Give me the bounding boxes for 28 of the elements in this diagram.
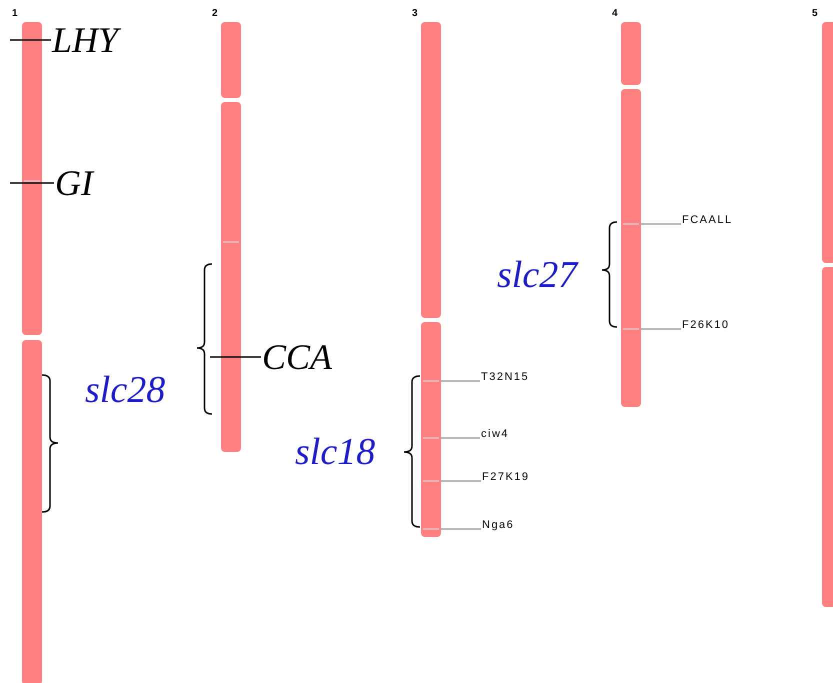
- marker-name: F27K19: [482, 471, 530, 484]
- leader-line: [10, 182, 54, 184]
- gene-name: CCA: [262, 337, 332, 377]
- marker-name: FCAALL: [682, 214, 733, 227]
- chromosome-number: 1: [12, 8, 18, 20]
- marker-name: F26K10: [682, 319, 730, 332]
- locus-label: slc27: [497, 254, 578, 296]
- chromosome: [410, 8, 441, 537]
- chromosome-number: 5: [812, 8, 818, 20]
- chromosome: [810, 8, 833, 607]
- chromosome: [10, 8, 42, 683]
- chromosome: [610, 8, 641, 407]
- leader-line: [10, 39, 51, 41]
- leader-line: [640, 328, 682, 330]
- marker-name: ciw4: [481, 428, 510, 441]
- marker-name: Nga6: [482, 519, 514, 532]
- gene-name: GI: [55, 163, 93, 203]
- chromosome-number: 3: [412, 8, 418, 20]
- chromosome-number: 4: [612, 8, 618, 20]
- chromosome-number: 2: [212, 8, 218, 20]
- locus-label: slc18: [295, 431, 376, 473]
- leader-line: [210, 356, 261, 358]
- locus-label: slc28: [85, 369, 166, 411]
- marker-name: T32N15: [481, 371, 530, 384]
- leader-line: [440, 528, 482, 530]
- chromosome: [210, 8, 241, 452]
- leader-line: [440, 380, 480, 382]
- leader-line: [440, 480, 482, 482]
